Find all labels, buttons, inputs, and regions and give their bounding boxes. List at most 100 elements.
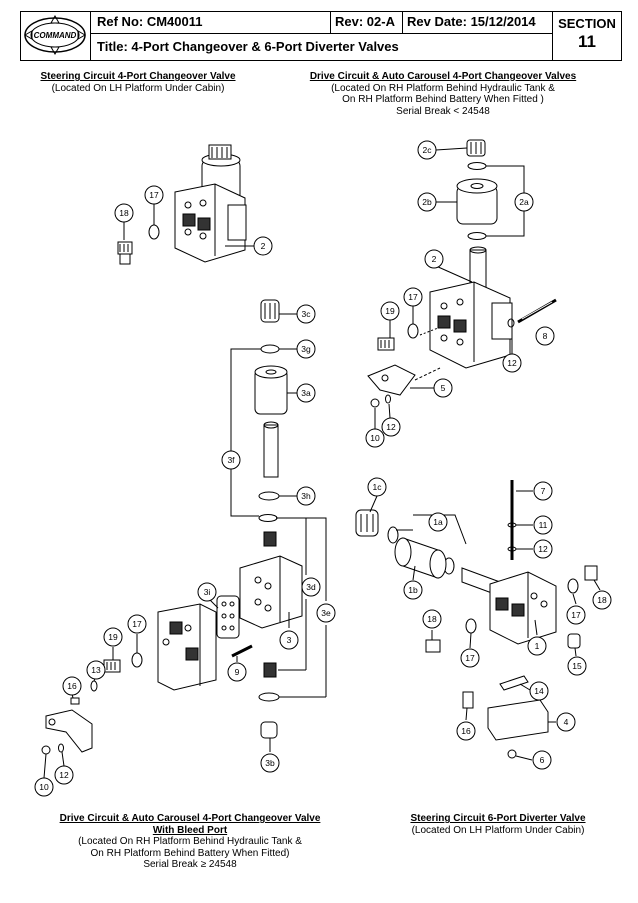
callout-17: 17 [127, 614, 147, 634]
callout-19: 19 [380, 301, 400, 321]
callout-17: 17 [460, 648, 480, 668]
revision-date: Rev Date: 15/12/2014 [403, 12, 553, 34]
callout-11: 11 [533, 515, 553, 535]
svg-text:3f: 3f [227, 455, 235, 465]
logo-text: COMMAND [34, 31, 77, 40]
callout-6: 6 [532, 750, 552, 770]
callout-9: 9 [227, 662, 247, 682]
svg-text:10: 10 [39, 782, 49, 792]
title-block: COMMAND Ref No: CM40011 Rev: 02-A Rev Da… [20, 11, 622, 61]
svg-text:3e: 3e [321, 608, 331, 618]
callout-1b: 1b [403, 580, 423, 600]
callout-17: 17 [403, 287, 423, 307]
caption-title: Drive Circuit & Auto Carousel 4-Port Cha… [59, 813, 321, 824]
svg-text:3b: 3b [265, 758, 275, 768]
caption-line: On RH Platform Behind Battery When Fitte… [342, 94, 544, 105]
svg-text:3h: 3h [301, 491, 311, 501]
caption-title: Steering Circuit 4-Port Changeover Valve [40, 71, 236, 82]
callout-12: 12 [381, 417, 401, 437]
caption-title: With Bleed Port [152, 824, 228, 836]
svg-text:3i: 3i [204, 587, 211, 597]
callout-15: 15 [567, 656, 587, 676]
callout-5: 5 [433, 378, 453, 398]
caption-line: (Located On RH Platform Behind Hydraulic… [78, 836, 302, 847]
caption-title: Drive Circuit & Auto Carousel 4-Port Cha… [309, 71, 577, 82]
svg-text:12: 12 [538, 544, 548, 554]
steering-4port-valve-drawing [117, 144, 255, 265]
callout-4: 4 [556, 712, 576, 732]
caption-steering-6port: Steering Circuit 6-Port Diverter Valve (… [378, 813, 618, 836]
callout-12: 12 [54, 765, 74, 785]
svg-text:18: 18 [119, 208, 129, 218]
svg-text:9: 9 [235, 667, 240, 677]
svg-text:2: 2 [261, 241, 266, 251]
svg-text:18: 18 [427, 614, 437, 624]
callout-3h: 3h [296, 486, 316, 506]
callout-10: 10 [365, 428, 385, 448]
callout-12: 12 [533, 539, 553, 559]
svg-text:5: 5 [441, 383, 446, 393]
callout-18: 18 [592, 590, 612, 610]
svg-text:1c: 1c [373, 482, 383, 492]
callout-3f: 3f [221, 450, 241, 470]
callout-3d: 3d [301, 577, 321, 597]
callout-3i: 3i [197, 582, 217, 602]
callout-3b: 3b [260, 753, 280, 773]
section-box: SECTION 11 [553, 12, 621, 60]
callout-2a: 2a [514, 192, 534, 212]
svg-text:18: 18 [597, 595, 607, 605]
svg-text:8: 8 [543, 331, 548, 341]
svg-text:12: 12 [386, 422, 396, 432]
svg-text:16: 16 [67, 681, 77, 691]
caption-line: (Located On LH Platform Under Cabin) [51, 82, 225, 94]
callout-18: 18 [422, 609, 442, 629]
callout-12: 12 [502, 353, 522, 373]
svg-text:1: 1 [535, 641, 540, 651]
svg-text:11: 11 [539, 520, 548, 530]
svg-text:14: 14 [534, 686, 544, 696]
callout-2: 2 [253, 236, 273, 256]
callout-19: 19 [103, 627, 123, 647]
caption-line: Serial Break < 24548 [396, 105, 490, 117]
ref-number: Ref No: CM40011 [91, 12, 331, 34]
callout-bubbles: 18 17 2 2c 2b 2a 2 17 19 8 12 5 12 10 3c… [34, 140, 612, 797]
callout-16: 16 [456, 721, 476, 741]
caption-line: Serial Break ≥ 24548 [143, 859, 237, 870]
svg-text:2c: 2c [423, 145, 433, 155]
svg-text:6: 6 [540, 755, 545, 765]
svg-text:16: 16 [461, 726, 471, 736]
document-title: Title: 4-Port Changeover & 6-Port Divert… [91, 34, 553, 60]
caption-line: On RH Platform Behind Battery When Fitte… [90, 847, 290, 859]
svg-text:1b: 1b [408, 585, 418, 595]
callout-2: 2 [424, 249, 444, 269]
section-number: 11 [578, 32, 596, 51]
callout-8: 8 [535, 326, 555, 346]
svg-text:12: 12 [507, 358, 517, 368]
section-label: SECTION [558, 16, 616, 31]
caption-drive-4port: Drive Circuit & Auto Carousel 4-Port Cha… [268, 71, 618, 117]
callout-18: 18 [114, 203, 134, 223]
svg-text:3a: 3a [301, 388, 311, 398]
svg-text:17: 17 [408, 292, 418, 302]
logo-emblem-icon: COMMAND [23, 14, 87, 56]
svg-text:17: 17 [465, 653, 475, 663]
callout-17: 17 [144, 185, 164, 205]
callout-1: 1 [527, 636, 547, 656]
svg-text:2a: 2a [519, 197, 529, 207]
callout-16: 16 [62, 676, 82, 696]
callout-3g: 3g [296, 339, 316, 359]
callout-2c: 2c [417, 140, 437, 160]
svg-text:3g: 3g [301, 344, 311, 354]
callout-17: 17 [566, 605, 586, 625]
callout-14: 14 [529, 681, 549, 701]
svg-text:17: 17 [571, 610, 581, 620]
svg-text:7: 7 [541, 486, 546, 496]
callout-7: 7 [533, 481, 553, 501]
callout-3a: 3a [296, 383, 316, 403]
caption-steering-4port: Steering Circuit 4-Port Changeover Valve… [28, 71, 248, 94]
callout-3e: 3e [316, 603, 336, 623]
svg-text:4: 4 [564, 717, 569, 727]
svg-text:3: 3 [287, 635, 292, 645]
callout-13: 13 [86, 660, 106, 680]
